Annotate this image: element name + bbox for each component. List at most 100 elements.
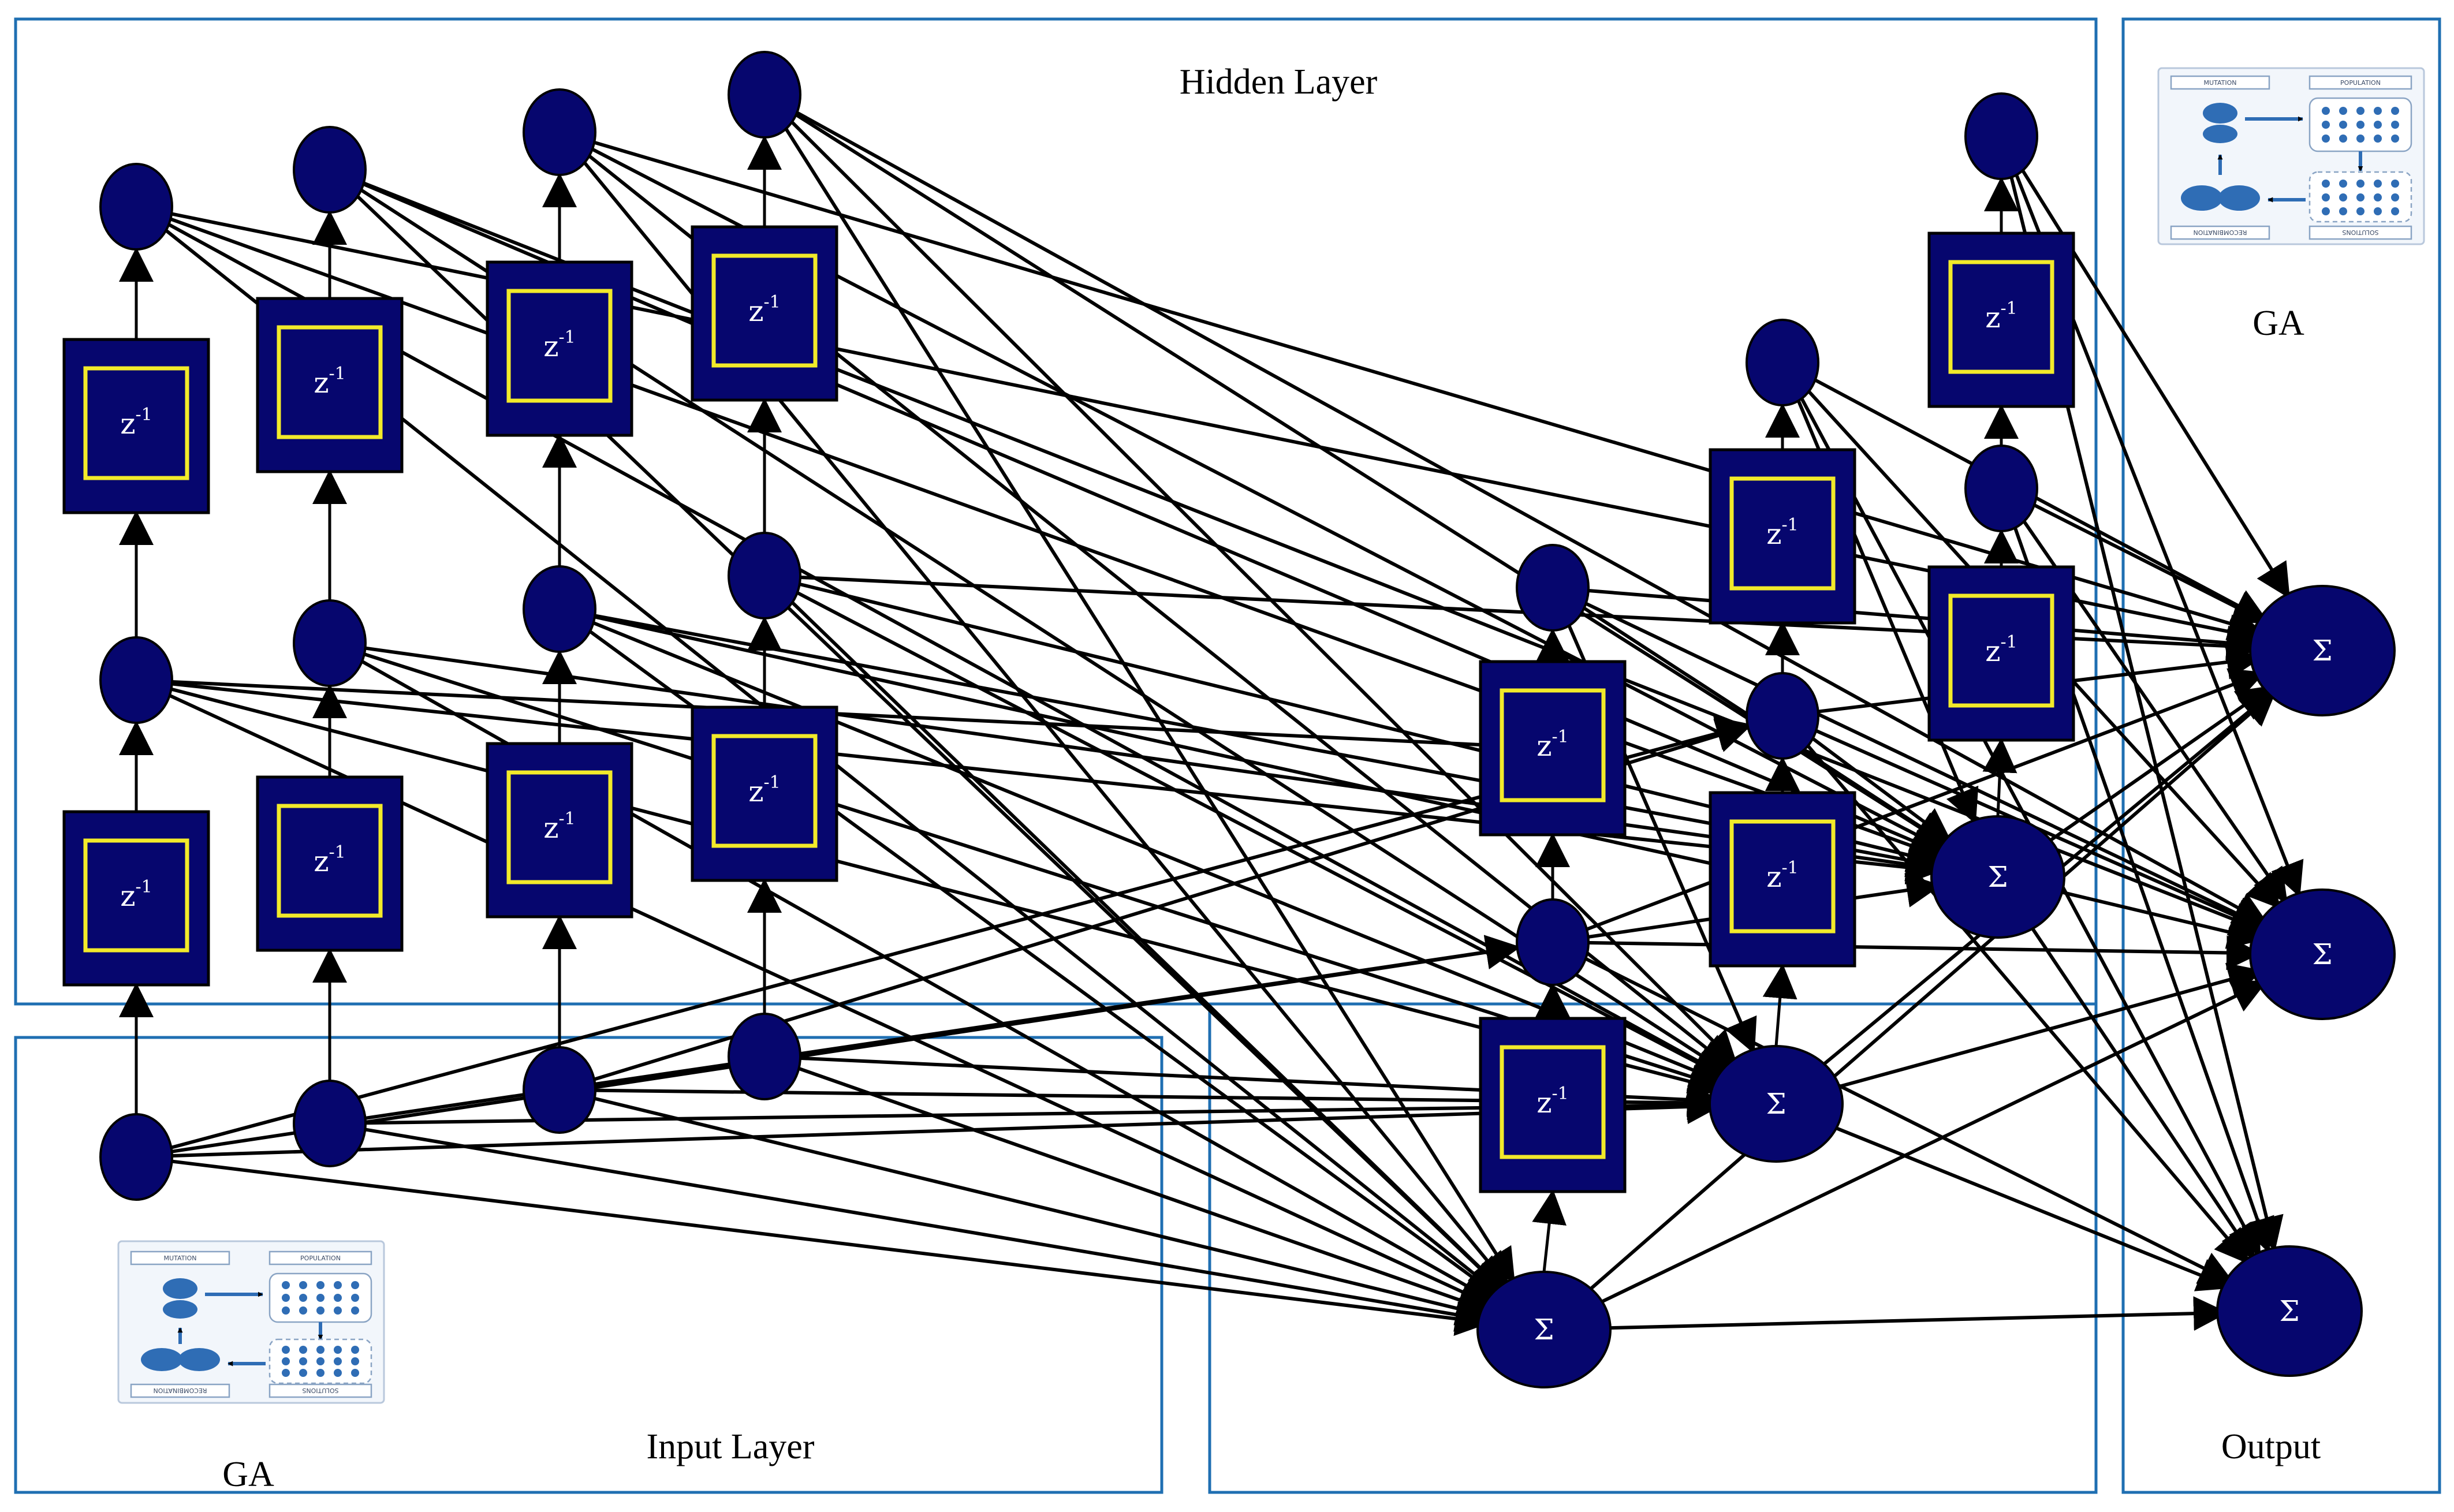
sum-node: Σ [1930,815,2065,939]
connection-line [1803,740,2250,1265]
connection-line [590,620,1726,1087]
ga-thumbnail-left: MUTATION POPULATION RECOMBINATION SOLUTI… [117,1240,385,1404]
neuron-node [728,532,801,619]
sum-symbol: Σ [2279,1294,2299,1328]
neuron-node [523,88,596,176]
connection-line [167,216,1944,863]
nodes: z-1z-1z-1z-1z-1z-1z-1z-1z-1z-1z-1z-1z-1z… [62,51,2396,1388]
svg-text:SOLUTIONS: SOLUTIONS [2342,229,2378,236]
sum-node: Σ [2216,1245,2363,1377]
connection-line [360,180,2266,936]
neuron-node [728,1013,801,1100]
connection-line [1836,962,2263,1089]
delay-symbol: z-1 [1536,727,1569,763]
delay-block: z-1 [256,297,404,473]
connection-line [793,109,2269,925]
connection-line [1600,980,2267,1304]
vertical-arrow [1532,1189,1567,1272]
svg-text:POPULATION: POPULATION [2340,79,2381,87]
connection-line [2031,502,2268,624]
svg-text:SOLUTIONS: SOLUTIONS [302,1387,338,1394]
output-region [2121,17,2441,1494]
connection-line [781,122,1515,1284]
connection-line [2058,890,2263,949]
delay-block: z-1 [1479,660,1627,837]
sum-symbol: Σ [1987,860,2008,894]
connection-line [1586,588,2262,660]
delay-block: z-1 [486,742,633,919]
connection-line [1582,955,2235,1284]
connection-line [361,652,1725,1093]
sum-symbol: Σ [2312,938,2332,971]
neuron-node [728,51,801,139]
connection-line [1586,935,2262,970]
delay-block: z-1 [691,225,838,402]
connection-line [591,140,2264,640]
neuron-node [293,599,367,687]
sum-node: Σ [1709,1045,1844,1163]
ga-label-right: GA [2252,304,2304,343]
sum-symbol: Σ [1766,1087,1786,1121]
neuron-node [1746,672,1819,760]
connection-line [170,682,1941,885]
delay-symbol: z-1 [748,292,781,328]
connection-line [1590,690,2277,1290]
delay-symbol: z-1 [543,327,576,363]
neuron-node [99,163,173,251]
input-layer-label: Input Layer [647,1427,815,1466]
connection-line [1607,1296,2229,1331]
delay-block: z-1 [62,338,210,514]
sum-node: Σ [2249,585,2396,716]
connection-line [363,1127,1491,1332]
neuron-node [1964,445,2038,532]
delay-symbol: z-1 [543,809,576,845]
connection-line [170,1159,1490,1336]
connection-line [2031,928,2255,1261]
delay-block: z-1 [1927,232,2075,408]
neuron-node [523,1046,596,1134]
delay-block: z-1 [1927,565,2075,742]
delay-symbol: z-1 [120,405,152,440]
delay-block: z-1 [691,705,838,882]
delay-symbol: z-1 [1766,515,1799,551]
sum-node: Σ [1476,1271,1612,1388]
neuron-node [293,1080,367,1167]
hidden-layer-region [14,17,2098,1006]
connection-line [787,117,1738,1066]
svg-text:RECOMBINATION: RECOMBINATION [154,1387,207,1394]
connection-line [1834,1126,2233,1291]
vertical-arrows [119,135,2019,1272]
neuron-node [99,1113,173,1201]
hidden-layer-label: Hidden Layer [1180,62,1378,102]
ga-label-left: GA [222,1455,274,1494]
delay-symbol: z-1 [314,842,346,878]
delay-symbol: z-1 [1985,298,2017,334]
svg-text:POPULATION: POPULATION [300,1255,341,1262]
output-label: Output [2221,1427,2321,1466]
delay-block: z-1 [1479,1017,1627,1193]
connection-line [2048,685,2273,842]
neuron-node [293,126,367,214]
connection-line [165,221,1729,1078]
connection-line [363,646,1941,882]
delay-block: z-1 [62,810,210,987]
delay-symbol: z-1 [1985,632,2017,668]
ga-thumbnail-right: MUTATION POPULATION RECOMBINATION SOLUTI… [2157,67,2425,245]
connection-line [796,1066,1493,1317]
neuron-node [523,565,596,653]
connection-line [1811,377,2269,622]
sum-node: Σ [2249,888,2396,1020]
connection-line [1808,734,1952,843]
neuron-node [1516,544,1590,632]
vertical-arrow [1982,738,2017,817]
delay-symbol: z-1 [120,877,152,913]
delay-block: z-1 [1709,448,1856,625]
delay-block: z-1 [256,775,404,952]
neuron-node [1516,898,1590,986]
sum-layer-region [1208,1002,2098,1494]
connection-line [170,1089,1722,1158]
neuron-node [1746,319,1819,406]
vertical-arrow [1762,964,1797,1047]
svg-text:MUTATION: MUTATION [2204,79,2237,87]
